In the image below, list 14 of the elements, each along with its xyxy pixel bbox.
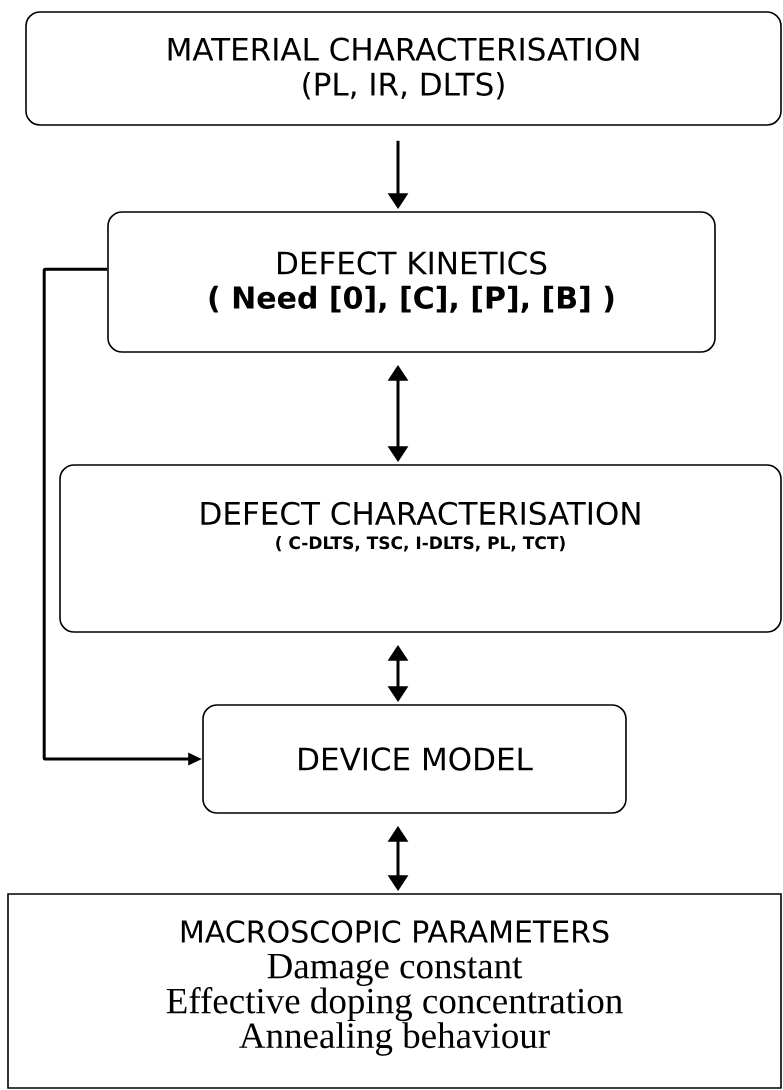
node-label: Damage constant	[267, 953, 523, 987]
box-text: DEFECT KINETICS ( Need [0], [C], [P], [B] )	[209, 251, 614, 313]
box-text: DEFECT CHARACTERISATION ( C-DLTS, TSC, I-DLTS, PL, TCT)	[201, 501, 640, 552]
process-box	[25, 11, 782, 126]
process-box	[59, 464, 782, 633]
process-box	[202, 704, 627, 814]
box-text: MACROSCOPIC PARAMETERS Damage constant Effective doping concentration Annealing behaviour	[166, 920, 623, 1056]
node-label: MACROSCOPIC PARAMETERS	[181, 920, 609, 943]
node-label: Annealing behaviour	[239, 1022, 550, 1056]
process-box	[107, 211, 716, 353]
process-box	[7, 893, 782, 1089]
box-text: MATERIAL CHARACTERISATION (PL, IR, DLTS)	[168, 37, 639, 100]
node-label: Effective doping concentration	[166, 987, 623, 1022]
box-text: DEVICE MODEL	[299, 747, 533, 771]
